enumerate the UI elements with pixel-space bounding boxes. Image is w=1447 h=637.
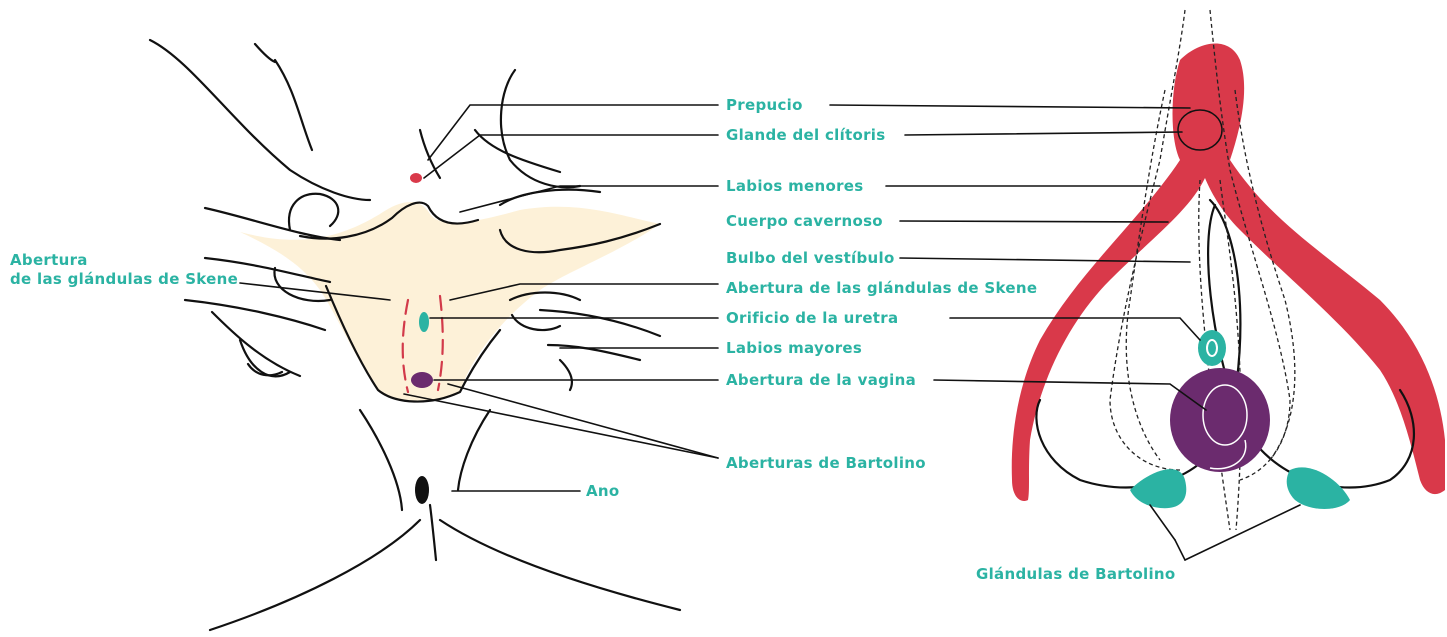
vagina-internal xyxy=(1170,368,1270,472)
label-abertura-skene: Abertura de las glándulas de Skene xyxy=(726,279,1038,297)
bartholin-gland-right xyxy=(1286,467,1350,509)
label-skene-left-line2: de las glándulas de Skene xyxy=(10,270,239,288)
label-glande-clitoris: Glande del clítoris xyxy=(726,126,886,144)
vulva-outline xyxy=(298,201,480,240)
vulva-skin-area xyxy=(240,201,660,401)
vestibular-bulb-left xyxy=(1035,198,1242,489)
label-skene-left-line1: Abertura xyxy=(10,251,88,269)
vestibular-bulb-right xyxy=(1207,203,1416,489)
label-aberturas-bartolino: Aberturas de Bartolino xyxy=(726,454,926,472)
label-ano: Ano xyxy=(586,482,620,500)
urethra-internal xyxy=(1198,330,1226,366)
label-abertura-vagina: Abertura de la vagina xyxy=(726,371,917,389)
labia-minora-right xyxy=(436,294,444,392)
anus xyxy=(415,476,429,504)
label-prepucio: Prepucio xyxy=(726,96,803,114)
urethral-orifice xyxy=(419,312,429,332)
bartholin-gland-left xyxy=(1130,469,1187,509)
label-labios-menores: Labios menores xyxy=(726,177,864,195)
internal-view xyxy=(829,9,1445,561)
label-bulbo-vestibulo: Bulbo del vestíbulo xyxy=(726,249,895,267)
glande-shape xyxy=(1177,109,1223,151)
label-glandulas-bartolino: Glándulas de Bartolino xyxy=(976,565,1176,583)
cuerpo-cavernoso-shape xyxy=(1011,43,1445,502)
label-orificio-uretra: Orificio de la uretra xyxy=(726,309,899,327)
vaginal-opening xyxy=(411,372,433,388)
clitoris-glans-external xyxy=(410,173,422,183)
label-cuerpo-cavernoso: Cuerpo cavernoso xyxy=(726,212,883,230)
external-view xyxy=(148,38,719,632)
labia-minora-left xyxy=(401,298,410,394)
label-labios-mayores: Labios mayores xyxy=(726,339,863,357)
